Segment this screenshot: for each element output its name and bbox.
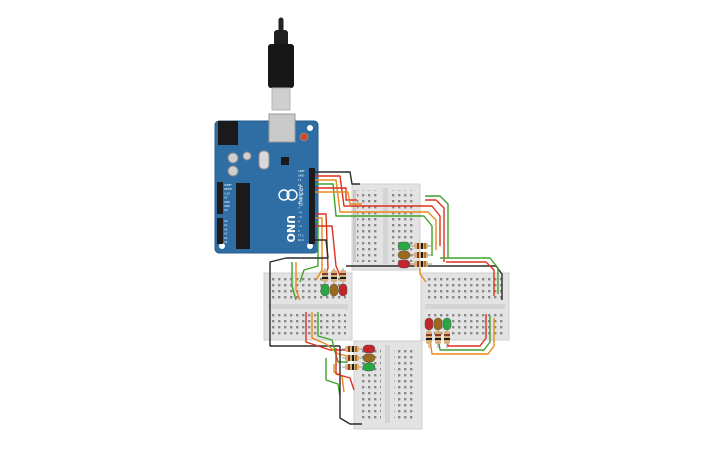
breadboard-east[interactable] [420, 272, 510, 341]
crystal [258, 150, 270, 170]
digital-pin-label: ~6 [298, 210, 302, 214]
led-south-3[interactable] [362, 362, 376, 372]
analog-pin-label: A1 [224, 223, 228, 227]
power-header [217, 182, 223, 214]
led-south-2[interactable] [362, 353, 376, 363]
digital-pin-label: AREF [298, 169, 305, 173]
power-pin-label: RESET [224, 187, 233, 191]
resistor [331, 268, 337, 284]
digital-pin-label: 12 [298, 183, 302, 187]
digital-pin-label: 2 [298, 229, 300, 233]
led-west-2[interactable] [329, 283, 339, 297]
led-north-3[interactable] [397, 259, 411, 269]
resistor [342, 346, 364, 352]
power-pin-label: 3.3V [224, 191, 230, 195]
resistor [426, 328, 432, 348]
power-pin-label: GND [224, 200, 230, 204]
digital-pin-label: 8 [298, 201, 300, 205]
resistor [410, 261, 432, 267]
resistor [410, 252, 432, 258]
resistor [342, 355, 364, 361]
atmega-chip [236, 183, 250, 249]
digital-pin-label: RX 0 [298, 238, 304, 242]
led-west-1[interactable] [320, 283, 330, 297]
analog-header [217, 218, 223, 244]
mounting-hole [307, 243, 313, 249]
led-east-2[interactable] [433, 317, 443, 331]
digital-pin-label: ~11 [298, 187, 304, 191]
digital-pin-label: GND [298, 174, 304, 178]
analog-pin-label: A5 [224, 240, 228, 244]
led-east-3[interactable] [442, 317, 452, 331]
digital-pin-label: 7 [298, 206, 300, 210]
digital-pin-label: TX 1 [298, 233, 304, 237]
power-pin-label: 5V [224, 196, 228, 200]
leds [320, 241, 452, 372]
digital-header [309, 168, 315, 244]
power-pin-label: IOREF [224, 183, 232, 187]
analog-pin-label: A4 [224, 236, 228, 240]
analog-pin-label: A3 [224, 232, 228, 236]
led-west-3[interactable] [338, 283, 348, 297]
led-south-1[interactable] [362, 344, 376, 354]
digital-pin-label: 4 [298, 220, 300, 224]
arduino-uno-board[interactable]: UNO ARDUINO AREFGND1312~11~10~987~6~54~3… [214, 113, 319, 254]
power-jack [218, 121, 238, 145]
analog-pin-label: A2 [224, 227, 228, 231]
reset-button[interactable] [299, 132, 309, 142]
usb-chip [281, 157, 289, 165]
resistor [444, 328, 450, 348]
digital-pin-label: ~9 [298, 197, 302, 201]
capacitor [227, 165, 239, 177]
led-north-1[interactable] [397, 241, 411, 251]
digital-pin-label: 13 [298, 178, 302, 182]
wires [269, 171, 503, 425]
board-model-label: UNO [284, 215, 297, 243]
mounting-hole [307, 125, 313, 131]
usb-port [268, 113, 296, 143]
led-east-1[interactable] [424, 317, 434, 331]
breadboard-north[interactable] [351, 183, 421, 271]
board-brand-label: ARDUINO [297, 185, 303, 207]
infinity-logo-icon [278, 189, 290, 201]
capacitor [227, 152, 239, 164]
resistor [342, 364, 364, 370]
led-north-2[interactable] [397, 250, 411, 260]
breadboard-south[interactable] [353, 340, 423, 430]
digital-pin-label: ~10 [298, 192, 304, 196]
resistor [435, 328, 441, 348]
capacitor [242, 151, 252, 161]
breadboard-west[interactable] [263, 272, 353, 341]
usb-cable[interactable] [268, 17, 294, 111]
analog-pin-label: A0 [224, 219, 228, 223]
resistor [410, 243, 432, 249]
resistor [322, 268, 328, 284]
digital-pin-label: ~3 [298, 224, 302, 228]
resistor [340, 268, 346, 284]
power-pin-label: Vin [224, 208, 228, 212]
mounting-hole [219, 243, 225, 249]
digital-pin-label: ~5 [298, 215, 302, 219]
resistors [322, 243, 450, 370]
power-pin-label: GND [224, 204, 230, 208]
